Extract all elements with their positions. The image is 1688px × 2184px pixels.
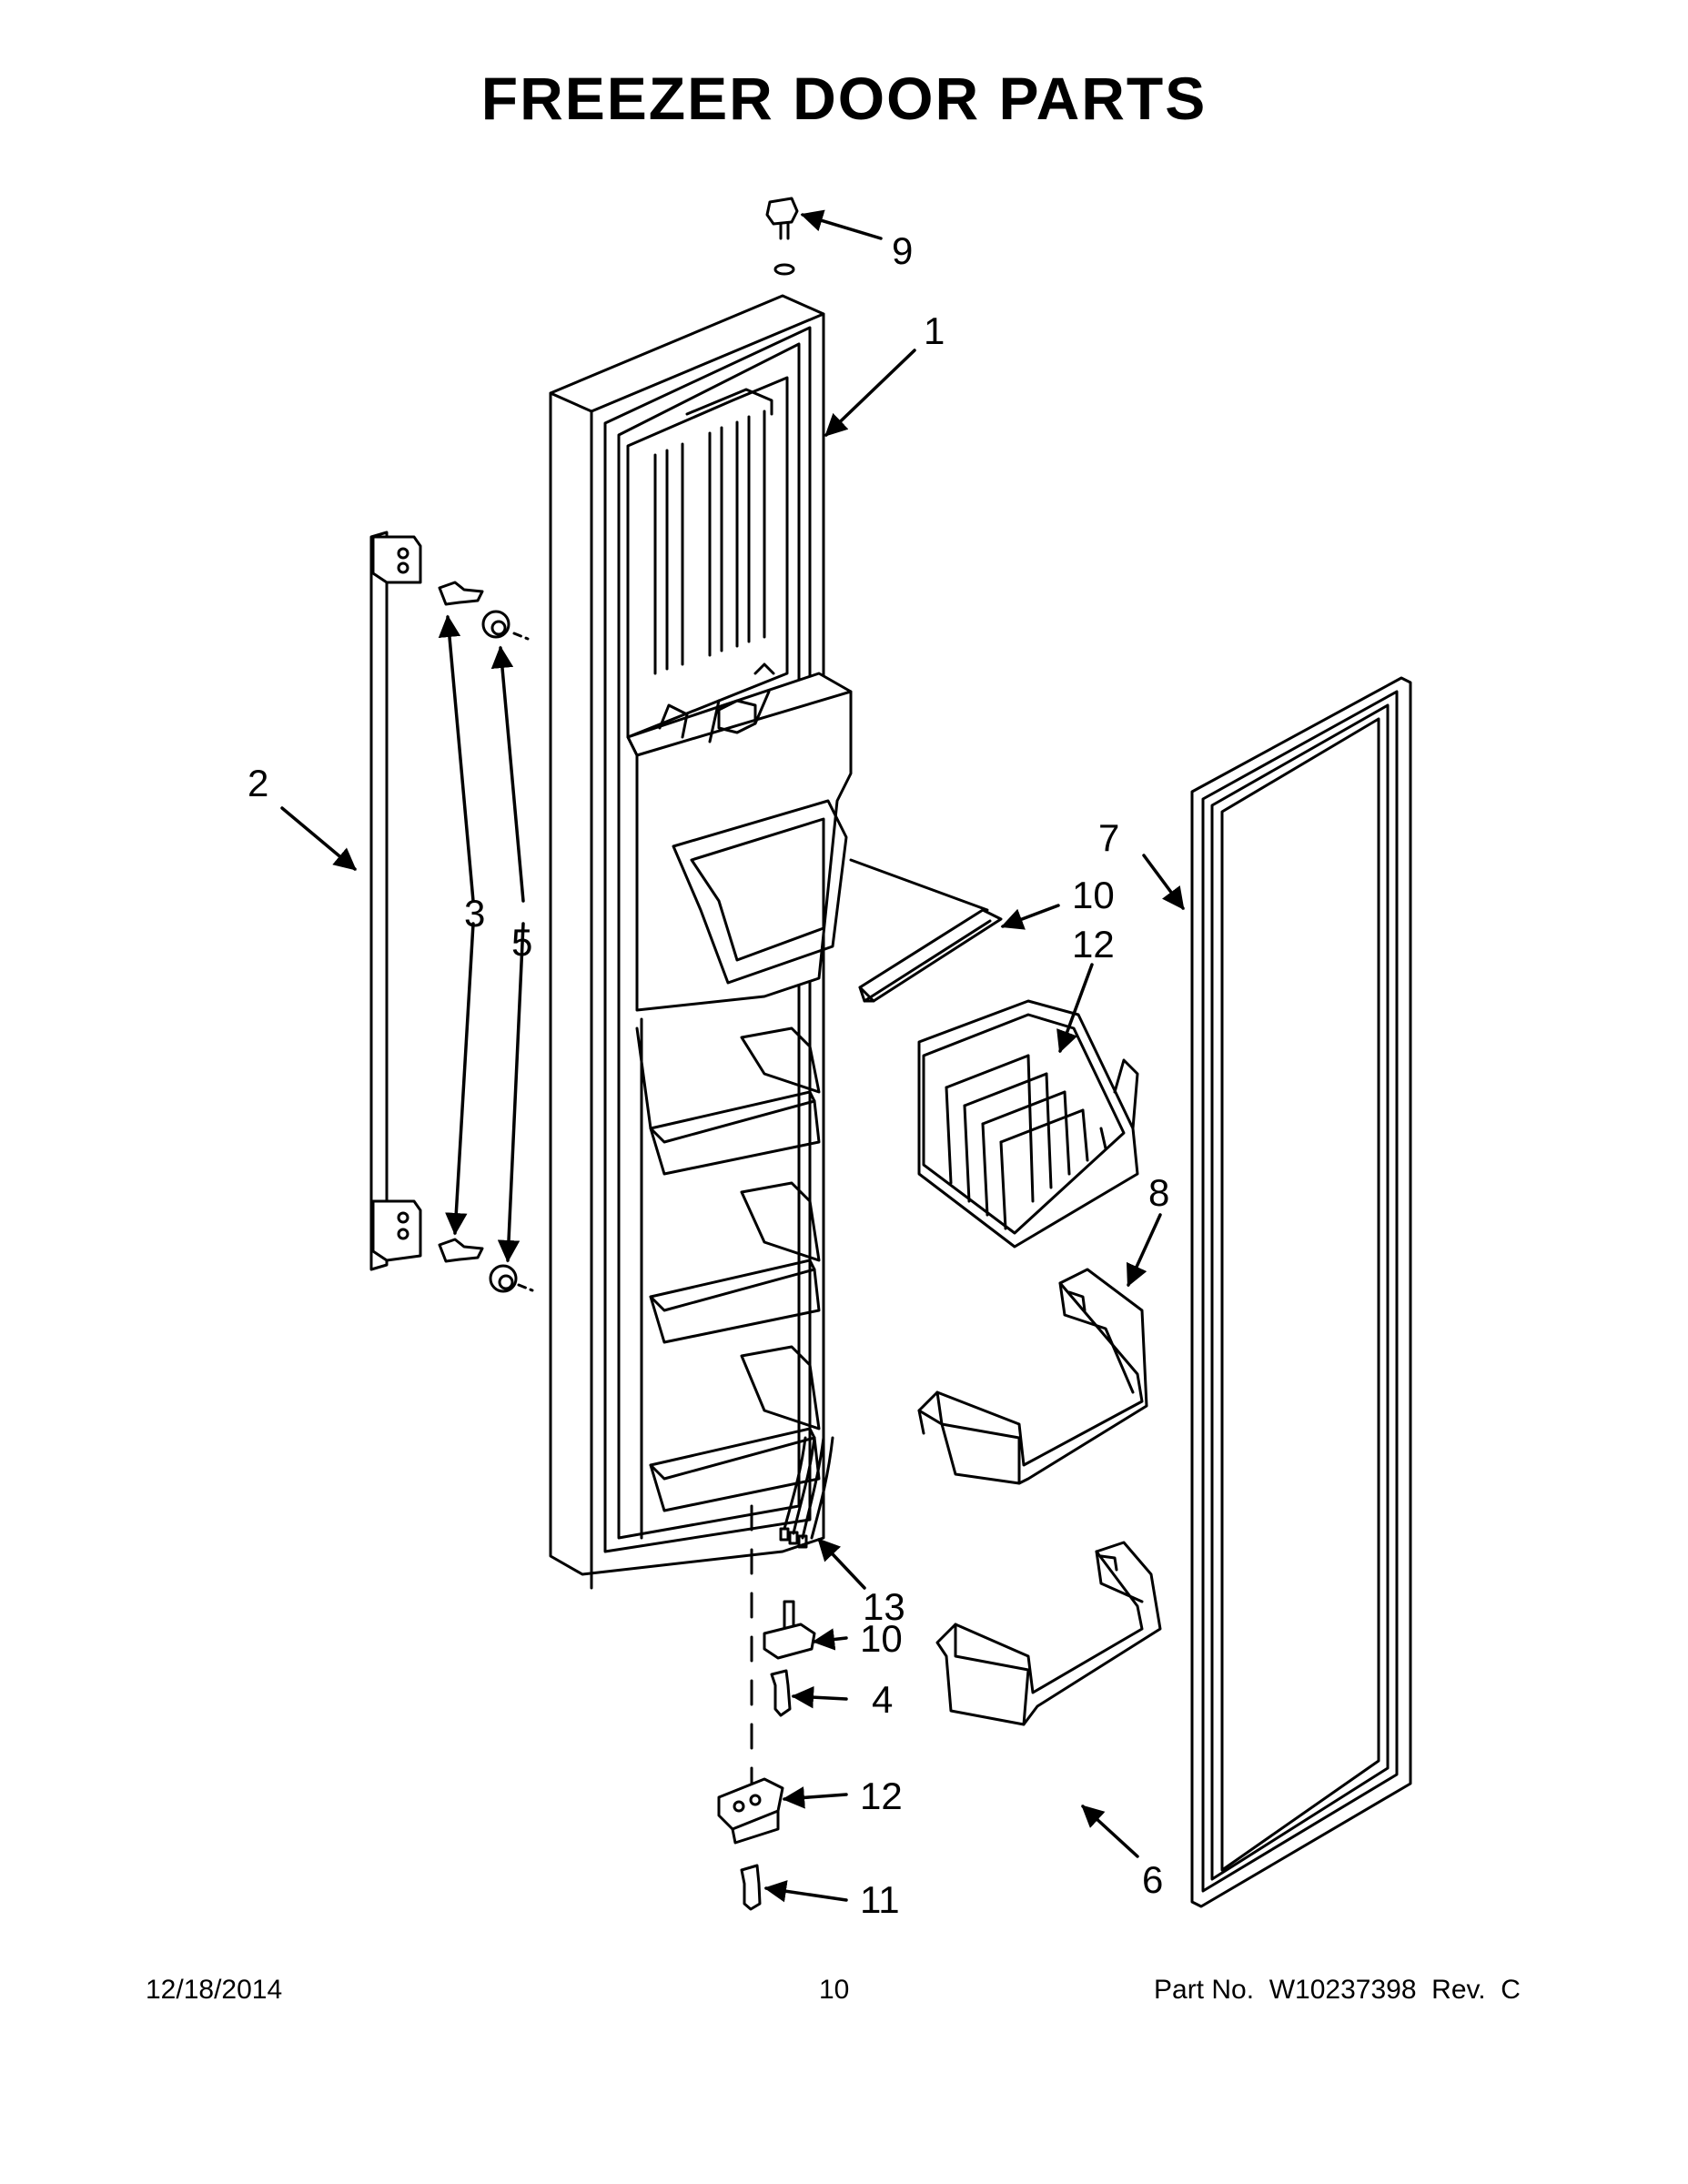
callout-1: 1 xyxy=(924,309,945,352)
screw-part-11 xyxy=(740,1864,762,1911)
handle-screws-part-3 xyxy=(438,581,484,1263)
callout-labels: 9 1 2 3 5 7 10 12 8 13 10 4 6 12 11 xyxy=(248,229,1169,1921)
handle-spacers-part-5 xyxy=(481,610,534,1293)
callout-3: 3 xyxy=(464,892,485,935)
callout-5: 5 xyxy=(511,921,532,964)
door-bin-part-6 xyxy=(935,1541,1162,1726)
screw-part-4 xyxy=(770,1669,792,1717)
callout-12-lower: 12 xyxy=(860,1774,903,1817)
leader-arrows xyxy=(280,209,1185,1903)
hinge-pin-part-10 xyxy=(763,1600,816,1660)
door-gasket-part-7 xyxy=(1190,676,1412,1908)
callout-10-upper: 10 xyxy=(1072,874,1115,916)
plug-part-9 xyxy=(765,197,799,276)
hinge-bracket-part-12 xyxy=(717,1777,784,1845)
callout-9: 9 xyxy=(892,229,913,272)
callout-12-upper: 12 xyxy=(1072,923,1115,966)
callout-7: 7 xyxy=(1098,816,1119,859)
wire-harness-part-13 xyxy=(779,1436,834,1549)
callout-6: 6 xyxy=(1142,1858,1163,1901)
freezer-door-part-1 xyxy=(549,294,853,1590)
callout-10-lower: 10 xyxy=(860,1617,903,1660)
footer-page-number: 10 xyxy=(819,1975,850,2005)
callout-13: 13 xyxy=(863,1585,905,1628)
footer-part-number: Part No. W10237398 Rev. C xyxy=(1154,1975,1521,2005)
callout-11: 11 xyxy=(860,1878,900,1921)
callout-4: 4 xyxy=(872,1678,893,1721)
door-bin-part-8 xyxy=(917,1268,1148,1485)
footer-date: 12/18/2014 xyxy=(146,1975,283,2005)
page-title: FREEZER DOOR PARTS xyxy=(480,65,1208,132)
trim-strip-part-10 xyxy=(849,858,1003,1003)
wire-basket-part-12 xyxy=(917,999,1139,1249)
callout-8: 8 xyxy=(1148,1171,1169,1214)
handle-part-2 xyxy=(369,531,422,1271)
callout-2: 2 xyxy=(248,762,268,804)
